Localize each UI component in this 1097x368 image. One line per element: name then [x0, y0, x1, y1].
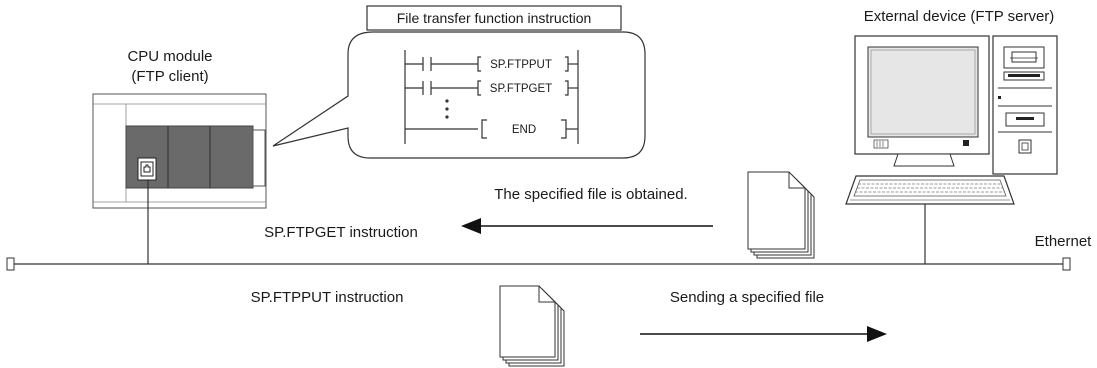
monitor-icon	[854, 35, 990, 167]
sent-file-stack-icon	[499, 285, 565, 367]
put-instruction-label: SP.FTPPUT instruction	[251, 289, 404, 306]
get-result-label: The specified file is obtained.	[494, 186, 687, 203]
ladder-instruction-get: SP.FTPGET	[490, 83, 552, 95]
cpu-module-illustration	[92, 93, 267, 209]
get-instruction-label: SP.FTPGET instruction	[264, 224, 418, 241]
ethernet-terminator-left	[6, 257, 15, 271]
received-file-stack-icon	[747, 171, 815, 259]
title-box	[366, 5, 622, 31]
pc-tower-icon	[992, 35, 1058, 175]
ethernet-terminator-right	[1062, 257, 1071, 271]
instruction-speech-bubble	[272, 31, 646, 159]
ladder-continuation-dots	[445, 99, 449, 119]
keyboard-icon	[845, 175, 1015, 205]
cpu-module-name: CPU module	[127, 48, 212, 65]
ethernet-line	[14, 180, 1063, 265]
title-box-label: File transfer function instruction	[397, 10, 592, 26]
put-action-label: Sending a specified file	[670, 289, 824, 306]
ethernet-label: Ethernet	[1035, 233, 1093, 250]
ladder-instruction-put: SP.FTPPUT	[490, 59, 552, 71]
get-arrow	[461, 218, 713, 234]
ethernet-port-icon	[140, 161, 154, 177]
ladder-end-label: END	[512, 124, 536, 136]
ladder-diagram	[404, 50, 579, 144]
cpu-module-role: (FTP client)	[131, 68, 208, 85]
put-arrow	[640, 326, 887, 342]
server-name: External device (FTP server)	[864, 8, 1055, 25]
